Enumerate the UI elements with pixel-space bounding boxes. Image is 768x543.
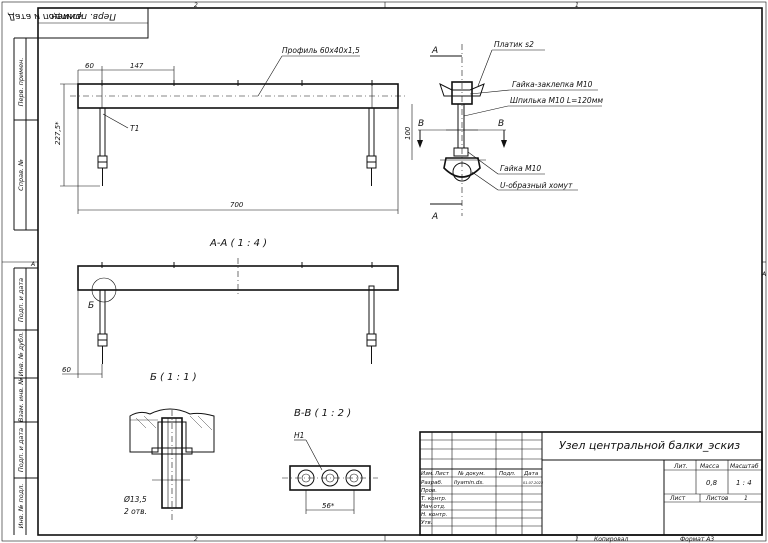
mass-value: 0,8	[706, 479, 718, 487]
zone-top-left: 2	[194, 2, 198, 9]
section-aa-title: А-А ( 1 : 4 )	[209, 238, 267, 249]
zone-side-left: A	[30, 261, 35, 268]
stud-label: Шпилька М10 L=120мм	[510, 96, 603, 105]
callout-b: Б	[88, 301, 94, 311]
u-clamp	[443, 157, 481, 178]
row-utv: Утв.	[421, 520, 433, 526]
holes-label: 2 отв.	[124, 507, 147, 516]
right-view: A A B B 100 Платик s2 Гайка-заклепка М10…	[404, 40, 603, 222]
cut-b-left: B	[418, 119, 424, 129]
zone-side-right: A	[761, 271, 766, 278]
side-label-2: Справ. №	[17, 159, 25, 191]
sheets-label: Листов	[705, 495, 729, 502]
zone-top-right: 1	[575, 2, 579, 9]
dim-60-top: 60	[85, 62, 94, 70]
plate-label: Платик s2	[494, 40, 534, 49]
dim-700: 700	[230, 201, 244, 209]
row-prov: Пров.	[421, 488, 437, 494]
zone-bottom-left: 2	[194, 536, 198, 543]
copied-label: Копировал	[594, 536, 628, 543]
sheets-value: 1	[744, 495, 748, 502]
dim-227: 227,5*	[54, 121, 62, 145]
side-label-6: Подп. и дата	[17, 428, 25, 472]
detail-b: Б ( 1 : 1 ) Ø13,5 2 отв.	[123, 372, 215, 520]
zone-bottom-right: 1	[575, 536, 579, 543]
col-podp: Подп.	[499, 471, 516, 477]
col-data: Дата	[523, 471, 539, 477]
nut-label: Гайка М10	[500, 164, 541, 173]
detail-b-title: Б ( 1 : 1 )	[150, 372, 197, 383]
side-label-5: Взам. инв. №	[17, 378, 25, 422]
drawing-frame	[37, 7, 763, 536]
title-block: Узел центральной балки_эскиз Изм. Лист №…	[419, 431, 763, 536]
row-nkontr: Н. контр.	[421, 512, 448, 518]
format-label: Формат А3	[680, 536, 714, 543]
cut-a-top: A	[431, 46, 438, 56]
scale-label: Масштаб	[730, 463, 759, 470]
col-izm: Изм.	[421, 471, 434, 477]
row-nachotd: Нач.отд.	[421, 504, 446, 510]
cap-nut-label: Гайка-заклепка М10	[512, 80, 593, 89]
profile-label: Профиль 60x40x1,5	[282, 46, 360, 55]
dim-100: 100	[404, 126, 412, 140]
section-bb: В-В ( 1 : 2 ) H1 56*	[282, 408, 378, 514]
col-list: Лист	[434, 471, 450, 477]
side-columns: Перв. примен. Справ. № Подп. и дата Инв.…	[13, 37, 38, 535]
dim-56: 56*	[322, 502, 335, 510]
col-docnum: № докум.	[457, 471, 485, 477]
side-label-4: Инв. № дубл.	[17, 332, 25, 376]
row-tkontr: Т. контр.	[421, 496, 447, 502]
section-aa: А-А ( 1 : 4 ) Б 60	[62, 238, 399, 378]
clamp-label: U-образный хомут	[500, 181, 573, 190]
mass-label: Масса	[700, 463, 719, 470]
mirrored-stamp-1: Дата и подпись	[7, 11, 82, 21]
t1-label: T1	[130, 124, 139, 133]
mirrored-stamp-2: Перв. примен.	[48, 11, 116, 21]
author: Ilyamin.ds.	[454, 480, 484, 486]
scale-value: 1 : 4	[736, 479, 752, 487]
side-label-3: Подп. и дата	[17, 278, 25, 322]
row-razrab: Разраб.	[421, 480, 443, 486]
main-view: 60 147 227,5* 700 Профиль 60x40x1,5 T1	[54, 46, 406, 214]
lit-label: Лит.	[673, 463, 688, 470]
bottom-sheet-num: 1	[575, 536, 579, 543]
drawing-title: Узел центральной балки_эскиз	[559, 439, 740, 452]
dim-147: 147	[130, 62, 144, 70]
side-label-1: Перв. примен.	[17, 58, 25, 107]
dim-60-aa: 60	[62, 366, 71, 374]
section-bb-title: В-В ( 1 : 2 )	[294, 408, 351, 419]
sheet-label: Лист	[669, 495, 686, 502]
diameter-label: Ø13,5	[123, 495, 147, 504]
cut-a-bottom: A	[431, 212, 438, 222]
cut-b-right: B	[498, 119, 504, 129]
h1-label: H1	[294, 431, 304, 440]
date: 01.07.2023	[523, 481, 543, 485]
side-label-7: Инв. № подл.	[17, 484, 25, 529]
